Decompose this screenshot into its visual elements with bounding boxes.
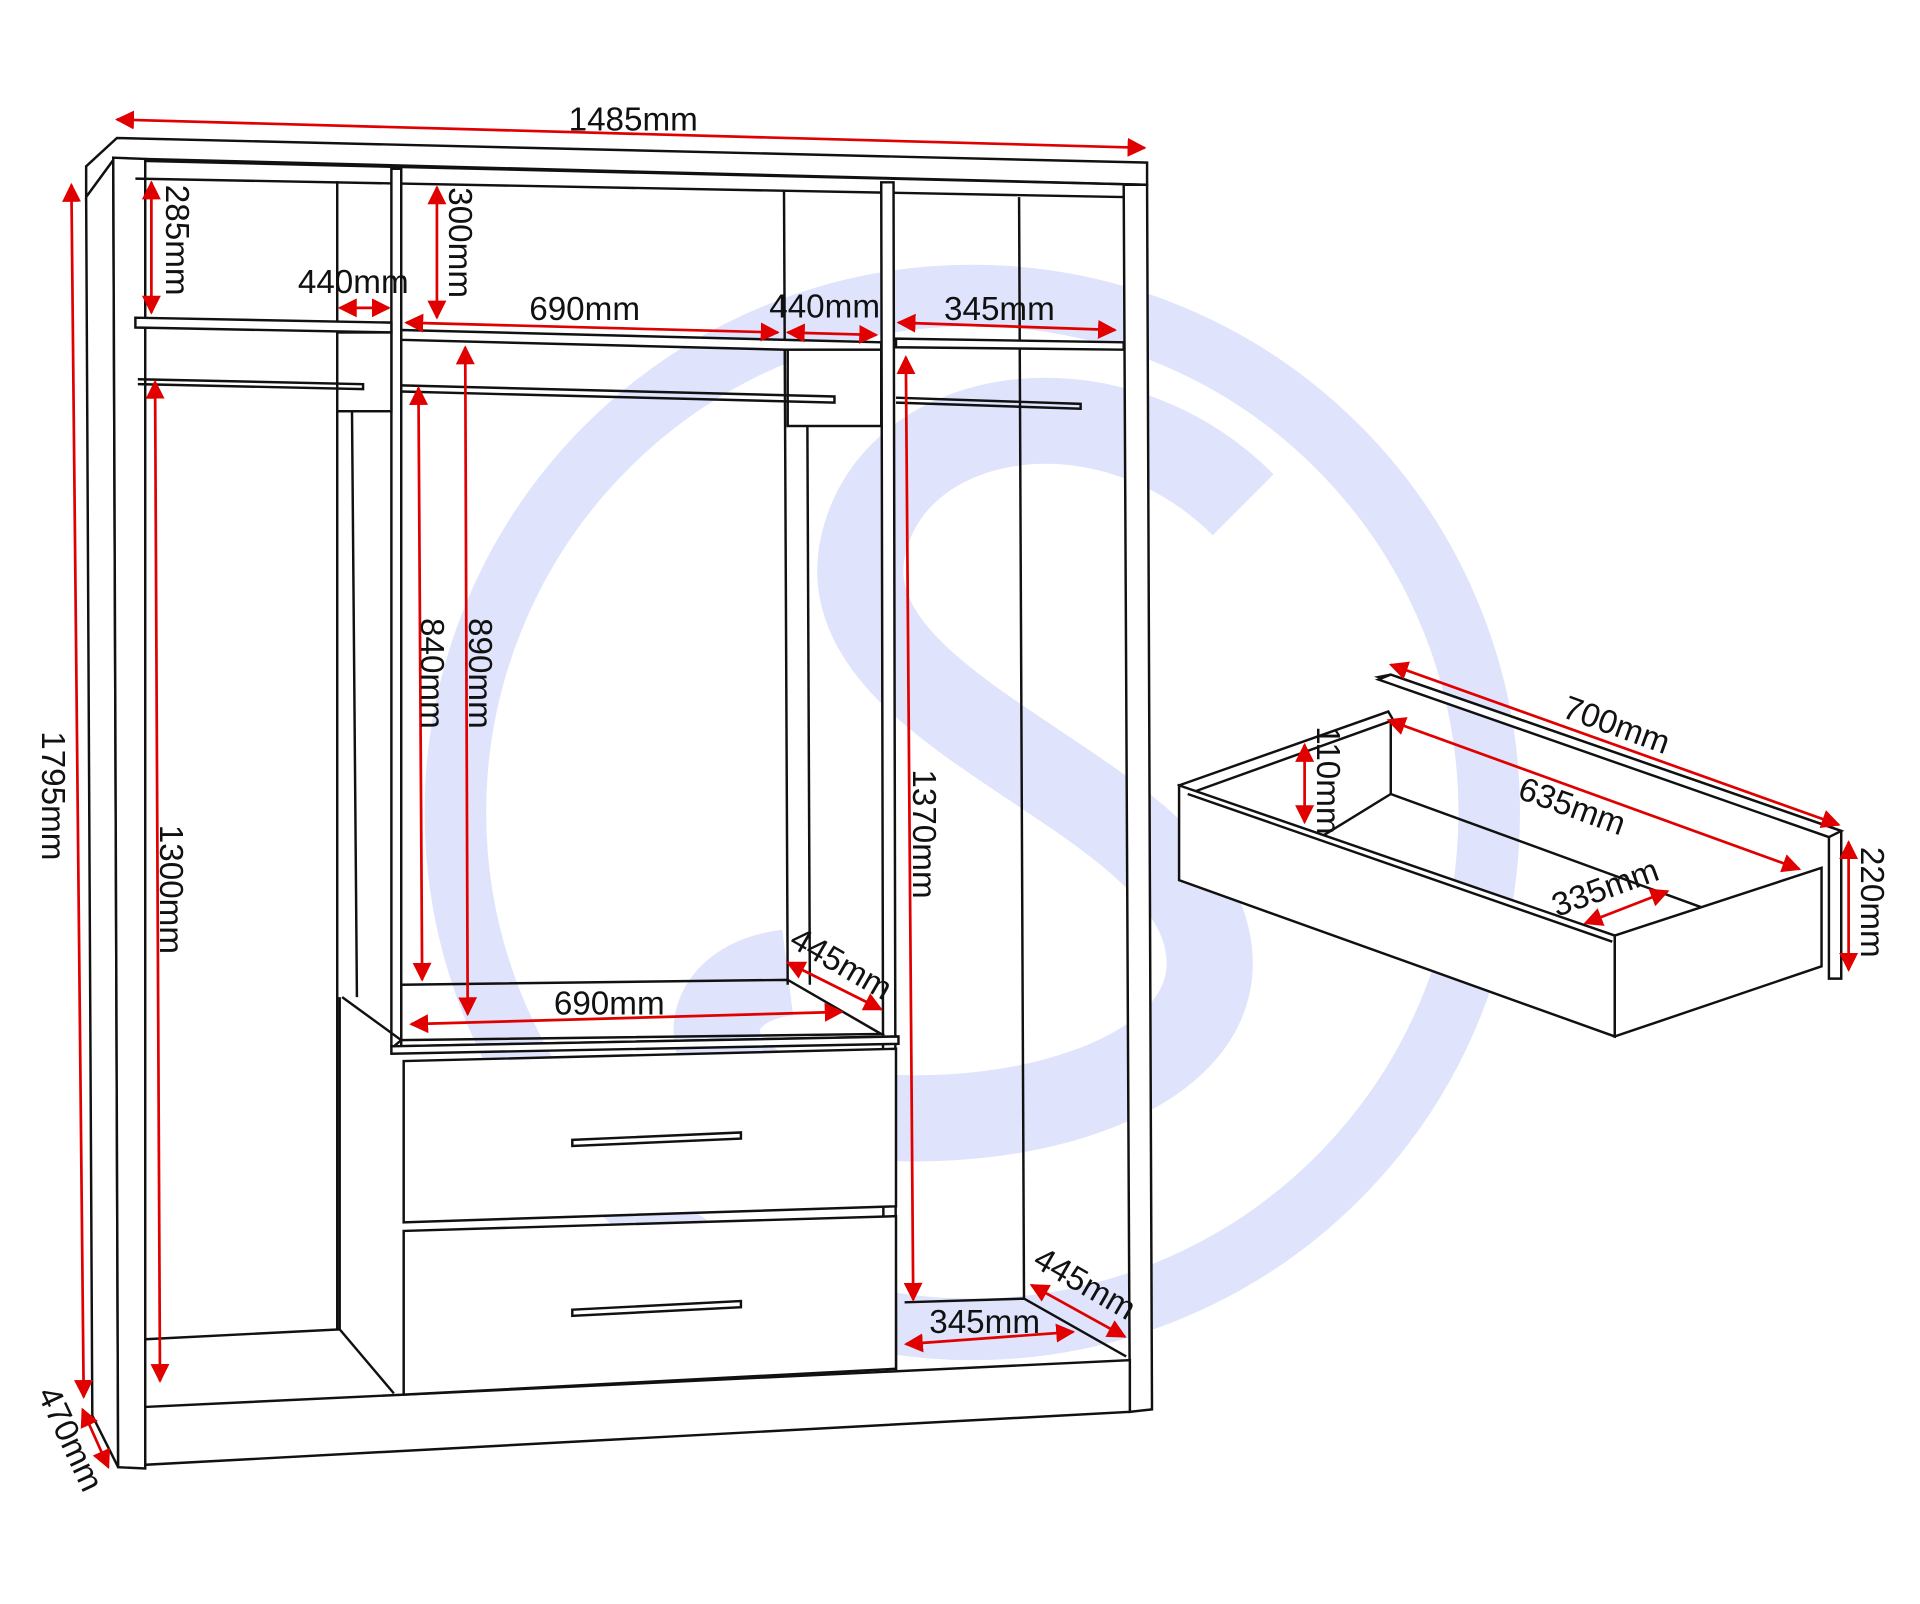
label-overall-width: 1485mm xyxy=(569,102,698,139)
label-1300: 1300mm xyxy=(152,825,189,954)
label-690-bottom: 690mm xyxy=(554,985,665,1022)
label-1370: 1370mm xyxy=(905,769,942,898)
label-440-right: 440mm xyxy=(769,289,880,326)
label-445-center: 445mm xyxy=(784,920,898,1007)
label-drawer-110: 110mm xyxy=(1309,726,1346,834)
label-overall-height: 1795mm xyxy=(34,731,71,860)
label-drawer-635: 635mm xyxy=(1514,770,1631,843)
label-drawer-220: 220mm xyxy=(1853,847,1890,958)
label-690-top: 690mm xyxy=(529,291,640,328)
label-440-left: 440mm xyxy=(298,264,409,301)
label-300: 300mm xyxy=(441,187,478,298)
label-345-top: 345mm xyxy=(944,291,1055,328)
drawer-handle-icon xyxy=(571,1299,743,1318)
label-890: 890mm xyxy=(461,618,498,729)
label-drawer-700: 700mm xyxy=(1558,689,1675,762)
label-285: 285mm xyxy=(158,185,195,296)
drawer-handle-icon xyxy=(571,1131,743,1148)
wardrobe-drawing xyxy=(84,136,1154,1470)
dimension-arrows xyxy=(62,110,1859,1469)
label-840: 840mm xyxy=(413,618,450,729)
label-345-bottom: 345mm xyxy=(929,1304,1040,1341)
label-drawer-335: 335mm xyxy=(1547,852,1664,925)
